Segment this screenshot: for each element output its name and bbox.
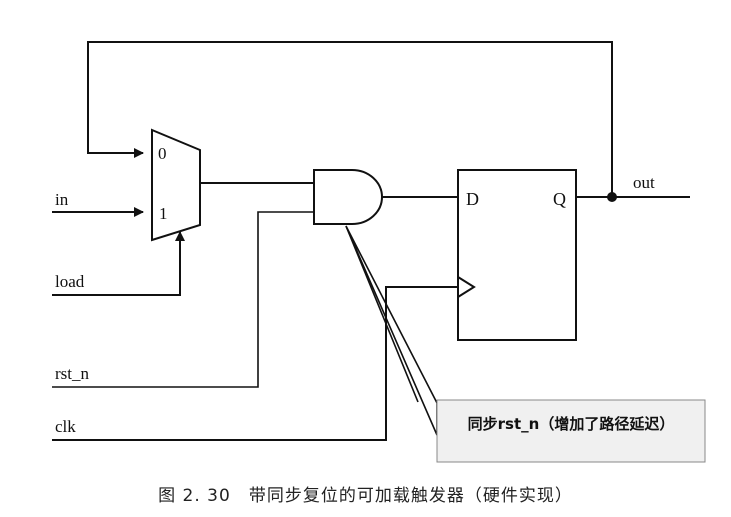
clk-label: clk: [55, 417, 76, 436]
callout-pointer-inner: [345, 225, 419, 403]
multiplexer: [151, 128, 201, 242]
mux-input1-label: 1: [159, 204, 168, 223]
and-gate: [313, 169, 383, 225]
ff-q-label: Q: [553, 189, 566, 209]
load-wire: [52, 231, 185, 296]
in-label: in: [55, 190, 69, 209]
out-label: out: [633, 173, 655, 192]
clock-triangle: [457, 276, 476, 298]
callout-text: 同步rst_n（增加了路径延迟）: [467, 415, 675, 433]
d-flipflop: [457, 169, 577, 341]
load-label: load: [55, 272, 85, 291]
rst-n-label: rst_n: [55, 364, 90, 383]
junction-dot: [607, 192, 617, 202]
feedback-wire: [87, 41, 613, 197]
rst-n-wire: [52, 211, 314, 388]
callout-box: [436, 399, 706, 463]
clk-wire: [52, 286, 458, 441]
mux-input0-label: 0: [158, 144, 167, 163]
ff-d-label: D: [466, 189, 479, 209]
figure-caption: 图 2. 30 带同步复位的可加载触发器（硬件实现）: [158, 486, 573, 506]
